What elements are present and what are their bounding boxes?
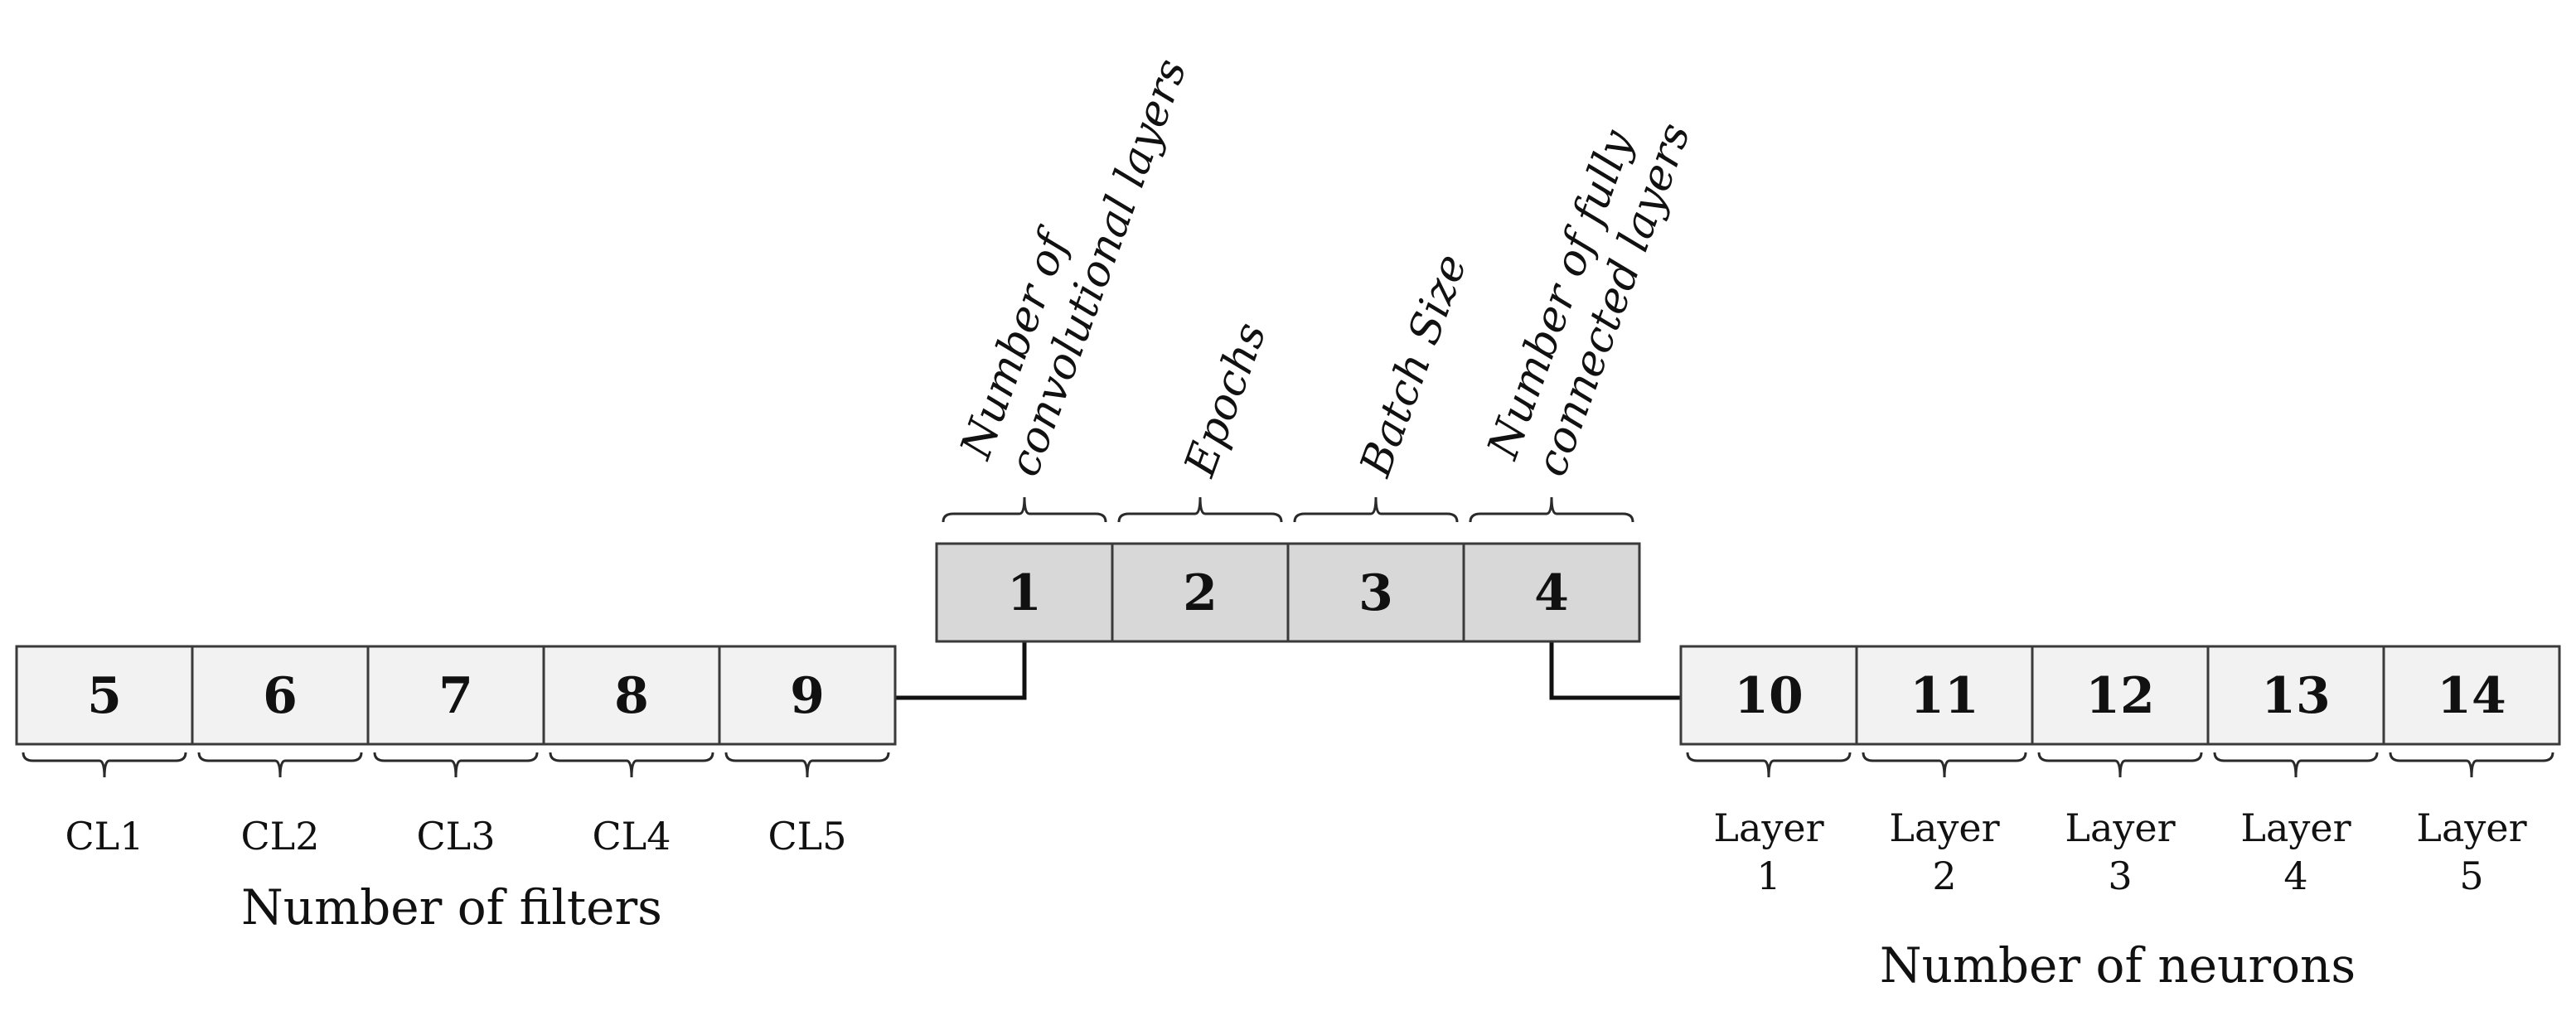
link-gene-4-to-neurons xyxy=(1549,641,1681,700)
core-gene-cell: 4 Number of fullyconnected layers xyxy=(1462,99,1701,643)
gene-bracket xyxy=(1862,752,2027,778)
gene-bottom-label-line: Layer xyxy=(2416,805,2526,850)
gene-bracket xyxy=(549,752,714,778)
gene-box xyxy=(1111,542,1290,643)
gene-box xyxy=(15,645,194,746)
gene-bottom-label-line: Layer xyxy=(2065,805,2175,850)
gene-bottom-label-line: 5 xyxy=(2459,854,2483,898)
gene-bottom-label-line: Layer xyxy=(1889,805,1999,850)
neuron-group-title: Number of neurons xyxy=(1880,937,2356,994)
link-filters-to-gene-1 xyxy=(895,641,1027,700)
gene-number: 4 xyxy=(1534,564,1569,622)
gene-box xyxy=(718,645,897,746)
gene-box xyxy=(2206,645,2385,746)
gene-bottom-label-line: Layer xyxy=(1713,805,1823,850)
core-gene-cell: 3 Batch Size xyxy=(1286,248,1477,643)
gene-box xyxy=(2382,645,2561,746)
gene-top-label: Batch Size xyxy=(1350,248,1476,483)
gene-number: 7 xyxy=(438,667,473,725)
gene-box xyxy=(2031,645,2210,746)
gene-box xyxy=(1462,542,1641,643)
gene-bottom-label-line: 1 xyxy=(1756,854,1780,898)
gene-bottom-label-line: 2 xyxy=(1932,854,1956,898)
gene-box xyxy=(542,645,721,746)
gene-bracket xyxy=(2389,752,2554,778)
gene-number: 3 xyxy=(1358,564,1393,622)
gene-top-label: Number ofconvolutional layers xyxy=(951,35,1197,484)
gene-bracket xyxy=(373,752,539,778)
gene-bottom-label: CL4 xyxy=(592,814,671,859)
gene-bracket xyxy=(942,496,1107,523)
gene-box xyxy=(366,645,545,746)
gene-bottom-label: CL2 xyxy=(240,814,319,859)
gene-box xyxy=(1855,645,2034,746)
gene-top-label-line: Epochs xyxy=(1174,317,1276,484)
gene-bracket xyxy=(1686,752,1852,778)
gene-bracket xyxy=(1469,496,1634,523)
filter-group-title: Number of filters xyxy=(241,879,662,936)
gene-top-label: Epochs xyxy=(1174,317,1276,484)
gene-number: 8 xyxy=(614,667,649,725)
gene-bottom-label: CL1 xyxy=(65,814,143,859)
gene-top-label: Number of fullyconnected layers xyxy=(1478,99,1701,485)
gene-box xyxy=(935,542,1114,643)
gene-bottom-label: CL3 xyxy=(416,814,495,859)
gene-bottom-label-line: 4 xyxy=(2283,854,2307,898)
gene-bracket xyxy=(1293,496,1459,523)
gene-number: 12 xyxy=(2085,667,2155,725)
gene-bracket xyxy=(1117,496,1283,523)
gene-bottom-label-line: 3 xyxy=(2108,854,2132,898)
gene-number: 13 xyxy=(2261,667,2331,725)
gene-number: 9 xyxy=(790,667,825,725)
gene-box xyxy=(1286,542,1465,643)
gene-bracket xyxy=(2213,752,2379,778)
gene-bracket xyxy=(724,752,890,778)
gene-box xyxy=(1679,645,1858,746)
core-gene-cell: 2 Epochs xyxy=(1111,317,1290,643)
gene-number: 2 xyxy=(1183,564,1218,622)
gene-number: 11 xyxy=(1910,667,1979,725)
gene-top-label-line: Batch Size xyxy=(1350,248,1476,483)
gene-number: 6 xyxy=(263,667,298,725)
gene-bottom-label-line: Layer xyxy=(2240,805,2351,850)
gene-box xyxy=(191,645,370,746)
gene-number: 10 xyxy=(1734,667,1804,725)
gene-number: 1 xyxy=(1007,564,1042,622)
gene-bracket xyxy=(197,752,363,778)
connector-lines xyxy=(895,641,1681,700)
gene-bottom-label: CL5 xyxy=(767,814,846,859)
gene-number: 14 xyxy=(2437,667,2506,725)
gene-bracket xyxy=(2037,752,2203,778)
gene-number: 5 xyxy=(87,667,122,725)
gene-bracket xyxy=(22,752,187,778)
core-gene-group: 1 Number ofconvolutional layers 2 Epochs 3 Ba… xyxy=(935,35,1701,643)
